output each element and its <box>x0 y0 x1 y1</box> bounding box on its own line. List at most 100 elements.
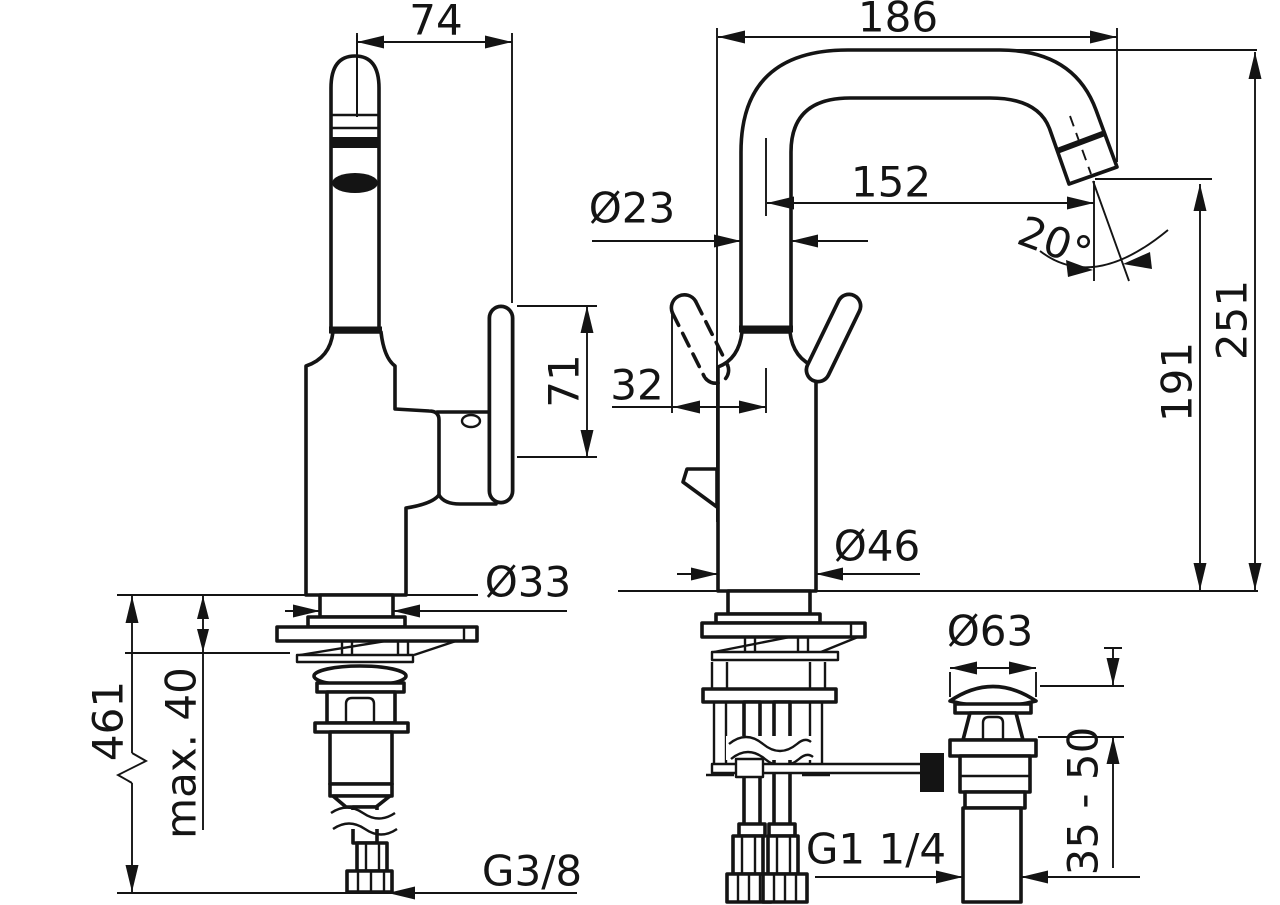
spout-outlet-side <box>332 173 378 193</box>
arrowhead-icon <box>125 596 139 623</box>
dim-74-label: 74 <box>409 0 462 45</box>
hose-nut-lines <box>772 874 798 902</box>
arrowhead-icon <box>767 196 794 210</box>
arrowhead-icon <box>816 567 843 581</box>
waste-flange-ring <box>948 738 1038 758</box>
thread-g38-group: G3/8 <box>388 847 582 900</box>
dim-max40-group: max. 40 <box>157 596 209 839</box>
dim-23-group: Ø23 <box>589 184 868 248</box>
arrowhead-icon <box>388 886 415 900</box>
arrowhead-icon <box>1193 563 1207 590</box>
arrowhead-icon <box>580 430 594 457</box>
dim-191-group: 191 <box>1095 178 1212 590</box>
arrowhead-icon <box>718 30 745 44</box>
thread-g38-label: G3/8 <box>482 847 582 896</box>
mounting-bracket-bar <box>701 687 838 704</box>
break-wave-line <box>330 806 396 820</box>
arrowhead-icon <box>580 306 594 333</box>
hex-fitting-lines <box>740 836 757 874</box>
break-wave-line <box>728 735 812 753</box>
gasket <box>295 653 415 664</box>
thread-g114-label: G1 1/4 <box>806 825 946 874</box>
dim-angle-group: 20° <box>1012 180 1169 282</box>
side-view: 74 71 Ø33 461 <box>84 0 597 900</box>
mounting-flange <box>275 625 479 643</box>
handle-underside-line <box>437 493 498 506</box>
arrowhead-icon <box>1090 30 1117 44</box>
dim-71-label: 71 <box>540 354 589 407</box>
lever-edge-dashed <box>670 310 707 379</box>
popup-cylinder <box>328 730 394 786</box>
dim-max40-label: max. 40 <box>157 667 206 839</box>
hose-nut-lines <box>736 874 762 902</box>
hose-hex-fitting <box>731 834 765 876</box>
outlet-centerline <box>1069 115 1092 175</box>
waste-body-lower <box>963 790 1027 810</box>
dim-152-label: 152 <box>851 158 931 207</box>
arrowhead-icon <box>1193 184 1207 211</box>
flange-skirt-lines <box>713 635 859 654</box>
dim-74-group: 74 <box>356 0 513 303</box>
arrowhead-icon <box>485 35 512 49</box>
arrowhead-icon <box>293 604 320 618</box>
arrowhead-icon <box>791 234 818 248</box>
arrowhead-icon <box>125 865 139 892</box>
arrowhead-icon <box>1123 252 1152 269</box>
arrowhead-icon <box>936 870 963 884</box>
supply-nut-lines <box>356 871 386 892</box>
arrowhead-icon <box>1248 563 1262 590</box>
dim-71-group: 71 <box>517 305 597 458</box>
flange-skirt-lines <box>299 639 457 657</box>
dim-63-group: Ø63 <box>947 607 1037 697</box>
popup-housing <box>325 690 397 725</box>
spout-column-side <box>329 54 381 334</box>
dim-251-label: 251 <box>1208 280 1257 360</box>
hex-fitting-lines <box>775 836 792 874</box>
dim-32-label: 32 <box>610 361 663 410</box>
dim-461-group: 461 <box>84 596 577 894</box>
dim-186-group: 186 <box>716 0 1118 522</box>
dim-186-label: 186 <box>858 0 938 42</box>
angle-ray <box>1092 180 1130 282</box>
thread-g114-group: G1 1/4 <box>806 825 1140 884</box>
faucet-body-side <box>304 330 441 597</box>
dim-46-group: Ø46 <box>677 522 920 581</box>
popup-housing-slot <box>344 696 376 723</box>
hex-fitting-lines <box>364 843 381 871</box>
spout-band <box>331 137 379 148</box>
arrowhead-icon <box>950 661 977 675</box>
dim-251-group: 251 <box>1002 49 1262 590</box>
arrowhead-icon <box>357 35 384 49</box>
lever-handle-dashed <box>669 293 731 385</box>
dim-20-label: 20° <box>1012 206 1099 278</box>
flange-hatch <box>743 638 810 652</box>
gasket <box>710 650 840 662</box>
arrowhead-icon <box>197 596 209 619</box>
lever-tip-arc <box>669 293 698 315</box>
supply-nut <box>345 869 394 894</box>
base-shank <box>318 593 395 619</box>
faucet-body-front <box>716 330 818 593</box>
mounting-flange <box>700 621 867 639</box>
aerator-joint-line <box>1055 130 1107 154</box>
popup-rod-clamp <box>734 757 765 779</box>
dim-32-group: 32 <box>610 313 767 414</box>
dim-191-label: 191 <box>1153 342 1202 422</box>
dim-63-label: Ø63 <box>947 607 1034 656</box>
waste-tailpipe <box>961 806 1023 904</box>
waste-body <box>958 754 1032 794</box>
flange-hatch <box>340 641 410 655</box>
waste-neck-slot <box>981 715 1005 740</box>
spout-outline <box>739 48 1119 333</box>
hose-hex-fitting <box>766 834 800 876</box>
dim-23-label: Ø23 <box>589 184 676 233</box>
arrowhead-icon <box>197 629 209 652</box>
arrowhead-icon <box>739 400 766 414</box>
supply-hex-fitting <box>355 841 389 873</box>
popup-waste-assembly <box>948 684 1038 904</box>
arrowhead-icon <box>1106 658 1120 685</box>
base-shank <box>726 589 812 616</box>
arrowhead-icon <box>1009 661 1036 675</box>
